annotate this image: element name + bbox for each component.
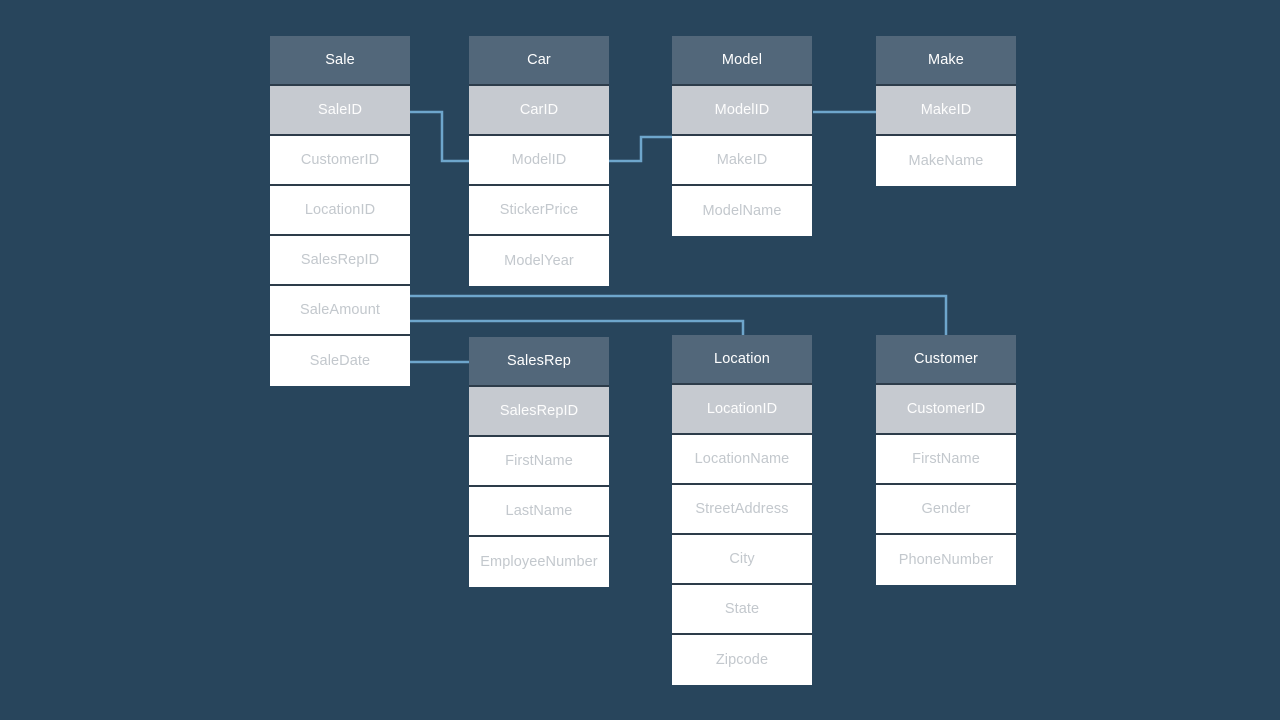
field-row[interactable]: ModelID bbox=[469, 136, 609, 186]
field-row[interactable]: FirstName bbox=[876, 435, 1016, 485]
field-row[interactable]: ModelYear bbox=[469, 236, 609, 286]
entity-title-car: Car bbox=[469, 36, 609, 86]
entity-title-make: Make bbox=[876, 36, 1016, 86]
field-row[interactable]: ModelID bbox=[672, 86, 812, 136]
field-row[interactable]: StickerPrice bbox=[469, 186, 609, 236]
entity-title-model: Model bbox=[672, 36, 812, 86]
entity-title-sale: Sale bbox=[270, 36, 410, 86]
field-row[interactable]: CustomerID bbox=[270, 136, 410, 186]
field-row[interactable]: ModelName bbox=[672, 186, 812, 236]
entity-title-customer: Customer bbox=[876, 335, 1016, 385]
field-row[interactable]: EmployeeNumber bbox=[469, 537, 609, 587]
field-row[interactable]: LocationID bbox=[270, 186, 410, 236]
field-row[interactable]: PhoneNumber bbox=[876, 535, 1016, 585]
relationship-line-sale-car[interactable] bbox=[410, 110, 470, 163]
entity-title-salesrep: SalesRep bbox=[469, 337, 609, 387]
field-row[interactable]: SalesRepID bbox=[469, 387, 609, 437]
field-row[interactable]: CarID bbox=[469, 86, 609, 136]
field-row[interactable]: CustomerID bbox=[876, 385, 1016, 435]
field-row[interactable]: LastName bbox=[469, 487, 609, 537]
field-row[interactable]: StreetAddress bbox=[672, 485, 812, 535]
field-row[interactable]: SalesRepID bbox=[270, 236, 410, 286]
field-row[interactable]: LocationName bbox=[672, 435, 812, 485]
field-row[interactable]: SaleAmount bbox=[270, 286, 410, 336]
field-row[interactable]: Gender bbox=[876, 485, 1016, 535]
field-row[interactable]: MakeID bbox=[876, 86, 1016, 136]
entity-title-location: Location bbox=[672, 335, 812, 385]
field-row[interactable]: MakeName bbox=[876, 136, 1016, 186]
field-row[interactable]: SaleID bbox=[270, 86, 410, 136]
field-row[interactable]: LocationID bbox=[672, 385, 812, 435]
field-row[interactable]: Zipcode bbox=[672, 635, 812, 685]
relationship-line-sale-customer[interactable] bbox=[410, 294, 948, 337]
field-row[interactable]: City bbox=[672, 535, 812, 585]
field-row[interactable]: SaleDate bbox=[270, 336, 410, 386]
field-row[interactable]: FirstName bbox=[469, 437, 609, 487]
relationship-line-car-model[interactable] bbox=[609, 135, 672, 163]
field-row[interactable]: MakeID bbox=[672, 136, 812, 186]
field-row[interactable]: State bbox=[672, 585, 812, 635]
